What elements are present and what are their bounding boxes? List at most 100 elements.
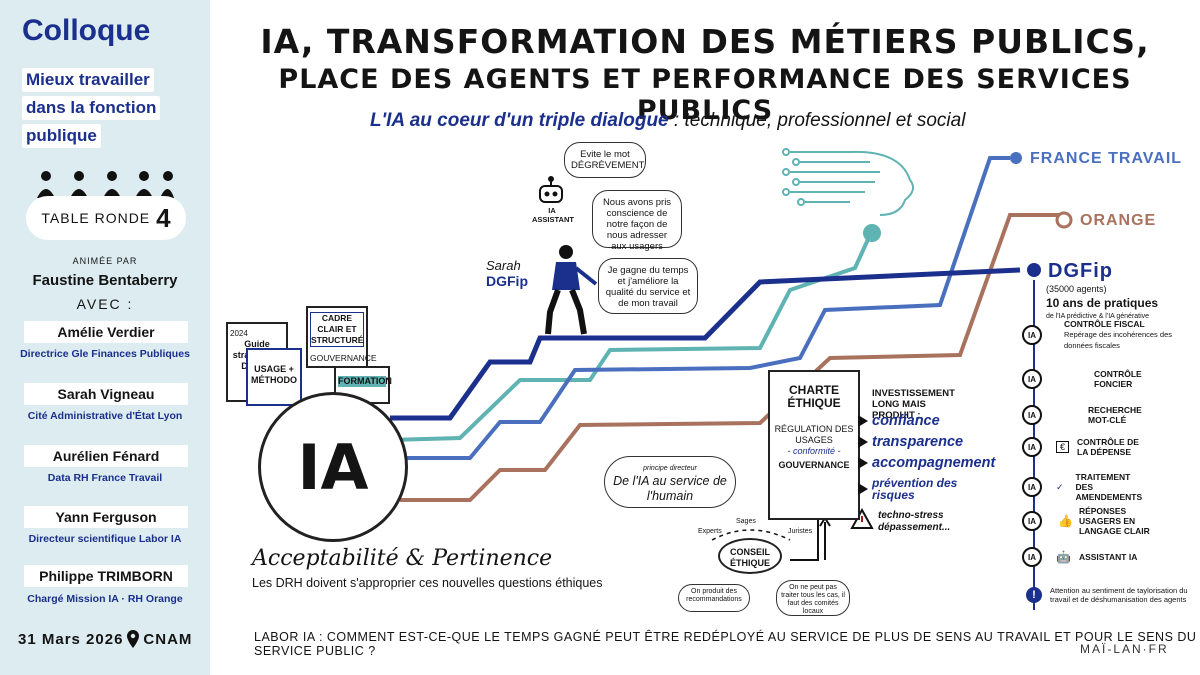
dgfip-years-sub: de l'IA prédictive & l'IA générative: [1046, 313, 1150, 320]
sarah-name: Sarah: [486, 258, 521, 273]
investissement-text: INVESTISSEMENT LONG MAIS PRODUIT :: [872, 388, 955, 421]
author-credit: MAÏ-LAN·FR: [1080, 642, 1169, 656]
label-orange: ORANGE: [1080, 212, 1157, 229]
speaker-role: Cité Administrative d'État Lyon: [27, 410, 183, 422]
dgfip-end-dot: [1027, 263, 1041, 277]
dgfip-item-assistant: IA 🤖 ASSISTANT IA: [1022, 544, 1195, 570]
event-date: 31 Mars 2026: [18, 630, 124, 648]
euro-icon: €: [1056, 441, 1070, 453]
ia-magnifier-icon: IA: [1022, 369, 1042, 389]
dgfip-attention: ! Attention au sentiment de taylorisatio…: [1026, 580, 1195, 610]
humain-text: De l'IA au service de l'humain: [613, 474, 727, 503]
assistant-label: IA ASSISTANT: [532, 206, 574, 224]
table-ronde-badge: TABLE RONDE 4: [26, 196, 186, 240]
sarah-figure: [545, 245, 598, 335]
conseil-note-right: On ne peut pas traiter tous les cas, il …: [776, 580, 850, 616]
sarah-org: DGFip: [486, 273, 528, 289]
speaker-name: Amélie Verdier: [24, 321, 188, 343]
arrow-right-icon: [858, 483, 868, 495]
dgfip-item-recherche: IA RECHERCHE MOT-CLÉ: [1022, 402, 1195, 428]
triple-dialogue-b: : technique, professionnel et social: [668, 110, 966, 131]
arrow-right-icon: [858, 415, 868, 427]
usage-label: USAGE + MÉTHODO: [251, 364, 297, 385]
warning-text: techno-stress dépassement...: [878, 510, 951, 533]
speaker-role: Chargé Mission IA · RH Orange: [27, 593, 183, 605]
humain-cloud: principe directeur De l'IA au service de…: [604, 456, 736, 508]
acceptabilite-title: Acceptabilité & Pertinence: [252, 546, 553, 571]
gouvernance-label: GOUVERNANCE: [310, 353, 377, 363]
france-travail-end-dot: [1010, 152, 1022, 164]
ia-magnifier-icon: IA: [1022, 511, 1042, 531]
dgfip-item-amendements: IA ✓ TRAITEMENT DES AMENDEMENTS: [1022, 472, 1195, 502]
charte-conformite: - conformité -: [787, 446, 841, 456]
speaker-name: Sarah Vigneau: [24, 383, 188, 405]
dgfip-item-reponses: IA 👍 RÉPONSES USAGERS EN LANGAGE CLAIR: [1022, 506, 1195, 536]
robot-icon: 🤖: [1056, 550, 1071, 564]
main-title-line-1: IA, TRANSFORMATION DES MÉTIERS PUBLICS,: [260, 22, 1150, 61]
ia-magnifier-icon: IA: [1022, 547, 1042, 567]
table-ronde-label: TABLE RONDE: [41, 210, 151, 226]
dgfip-item-controle-depense: IA € CONTRÔLE DE LA DÉPENSE: [1022, 434, 1195, 460]
bubble-gagne-temps: Je gagne du temps et j'améliore la quali…: [598, 258, 698, 314]
orange-end-dot: [1055, 211, 1073, 229]
ia-magnifier-icon: IA: [1022, 437, 1042, 457]
label-dgfip: DGFip: [1048, 260, 1113, 282]
ia-magnifier-icon: IA: [1022, 477, 1042, 497]
speaker-name: Yann Ferguson: [24, 506, 188, 528]
speaker-name: Philippe TRIMBORN: [24, 565, 188, 587]
line-france-travail: [405, 156, 1010, 460]
charte-gouvernance: GOUVERNANCE: [778, 460, 850, 470]
value-accompagnement: accompagnement: [858, 455, 995, 471]
cadre-label: CADRE CLAIR ET STRUCTURÉ: [310, 312, 364, 347]
arrow-right-icon: [858, 457, 868, 469]
bubble-nous-avons: Nous avons pris conscience de notre faço…: [592, 190, 682, 252]
event-date-place: 31 Mars 2026 CNAM: [18, 630, 192, 648]
line-dgfip: [390, 267, 1021, 421]
ia-magnifier-icon: IA: [1022, 325, 1042, 345]
conseil-experts: Experts: [698, 528, 722, 535]
teal-end-dot: [863, 224, 881, 242]
label-france-travail: FRANCE TRAVAIL: [1030, 150, 1183, 167]
bubble-evite: Evite le mot DÉGRÈVEMENT: [564, 142, 646, 178]
location-pin-icon: [127, 630, 140, 648]
speaker-role: Directeur scientifique Labor IA: [28, 533, 182, 545]
conseil-note-left: On produit des recommandations: [678, 584, 750, 612]
arrow-right-icon: [858, 436, 868, 448]
subtitle-line-3: publique: [22, 124, 101, 148]
value-confiance: confiance: [858, 413, 940, 429]
animee-par: ANIMÉE PAR: [72, 256, 138, 266]
conseil-juristes: Juristes: [788, 528, 813, 535]
charte-ethique: CHARTE ÉTHIQUE RÉGULATION DES USAGES - c…: [768, 370, 860, 520]
table-ronde-number: 4: [156, 202, 171, 233]
colloque-title: Colloque: [22, 14, 151, 47]
sidebar: Colloque Mieux travailler dans la foncti…: [0, 0, 210, 675]
avec-label: AVEC :: [76, 296, 134, 312]
speaker-role: Directrice Gle Finances Publiques: [20, 348, 190, 360]
triple-dialogue-a: L'IA au coeur d'un triple dialogue: [370, 110, 669, 131]
drh-note: Les DRH doivent s'approprier ces nouvell…: [252, 576, 603, 590]
dgfip-agents: (35000 agents): [1046, 284, 1107, 294]
doc-cadre: CADRE CLAIR ET STRUCTURÉ GOUVERNANCE: [306, 306, 377, 368]
subtitle-line-1: Mieux travailler: [22, 68, 154, 92]
guide-year: 2024: [230, 329, 248, 338]
subtitle-line-2: dans la fonction: [22, 96, 161, 120]
doc-usage: USAGE + MÉTHODO: [246, 348, 302, 406]
brain-circuit-icon: [782, 148, 915, 216]
labor-ia-question: LABOR IA : COMMENT EST-CE-QUE LE TEMPS G…: [254, 630, 1197, 658]
charte-title: CHARTE ÉTHIQUE: [787, 383, 841, 410]
conseil-sages: Sages: [736, 518, 756, 525]
speaker-name: Aurélien Fénard: [24, 445, 188, 467]
ia-circle: IA: [258, 392, 408, 542]
main-title-line-2: PLACE DES AGENTS ET PERFORMANCE DES SERV…: [278, 64, 1132, 126]
formation-label: FORMATION: [338, 376, 392, 387]
conseil-ethique: CONSEIL ÉTHIQUE: [718, 538, 782, 574]
speaker-role: Data RH France Travail: [47, 472, 163, 484]
event-place: CNAM: [143, 630, 193, 648]
line-teal: [389, 234, 872, 442]
value-transparence: transparence: [858, 434, 963, 450]
dgfip-item-controle-foncier: IA CONTRÔLE FONCIER: [1022, 366, 1195, 392]
thumbs-up-icon: 👍: [1058, 514, 1073, 528]
